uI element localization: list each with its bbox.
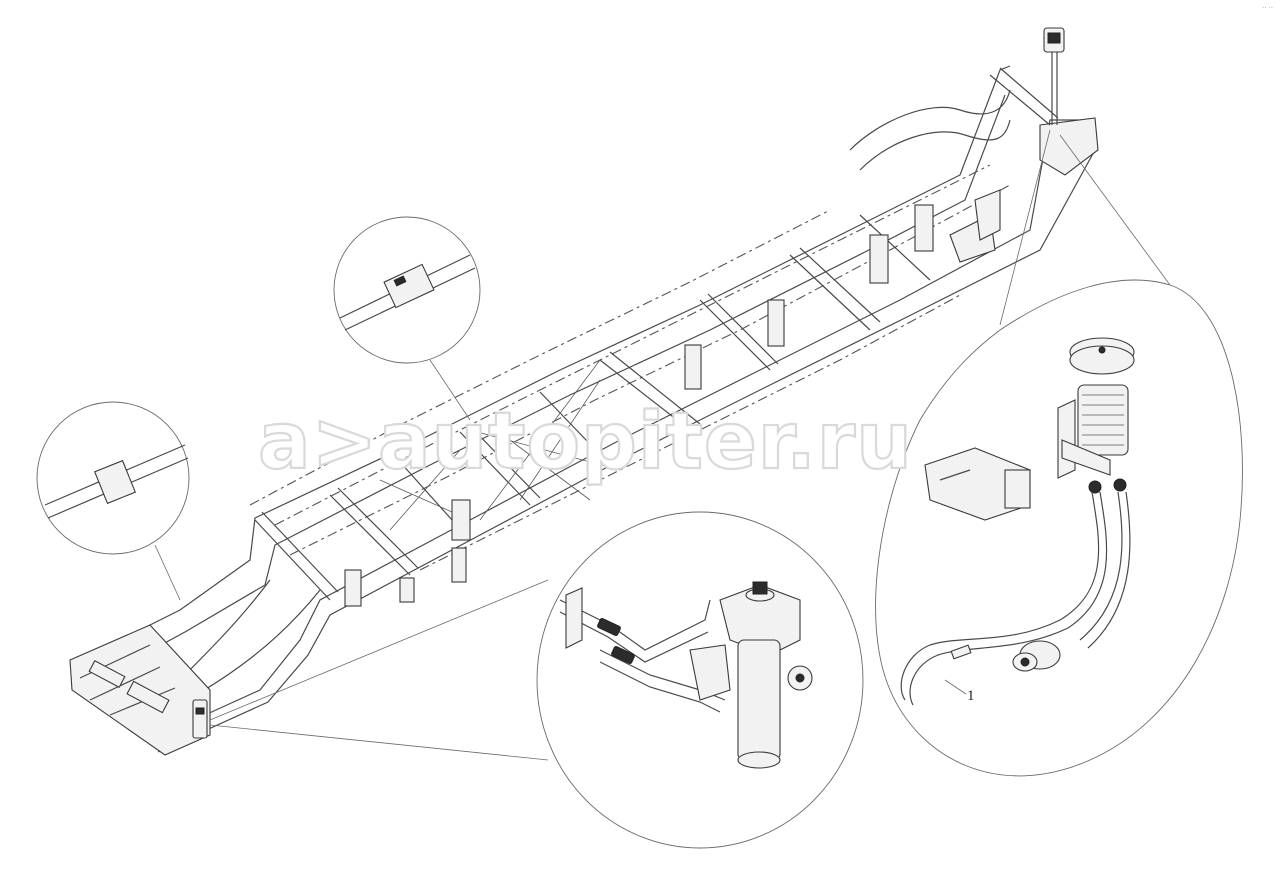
detail-callout-clamp-left [36,401,190,601]
front-cross-beam [69,624,211,756]
air-line-1 [274,164,991,526]
left-rail-top [69,65,1011,666]
part-label-1: 1 [967,688,975,704]
cross-members [254,214,931,601]
corner-mark: ·· ·· [1262,4,1273,12]
detail-callout-clamp-upper [333,216,481,421]
front-valve [192,699,208,739]
rear-vertical-pipe [1043,27,1065,125]
air-line-2 [289,184,1011,556]
rear-cross-beam [989,67,1099,176]
chassis-frame [69,27,1099,756]
frame-curve-rear-2 [859,119,1011,171]
right-rail-top [149,119,1095,741]
rail-brackets [344,189,1001,607]
detail-callout-relay-valve [209,511,864,849]
right-rail-bottom [157,149,1096,753]
frame-curve-rear [849,89,1011,151]
air-line-4 [249,209,831,506]
detail-callout-air-filter: 1 [875,129,1243,777]
watermark: a>autopiter.ru [258,397,913,487]
left-rail-bottom [77,94,1006,691]
